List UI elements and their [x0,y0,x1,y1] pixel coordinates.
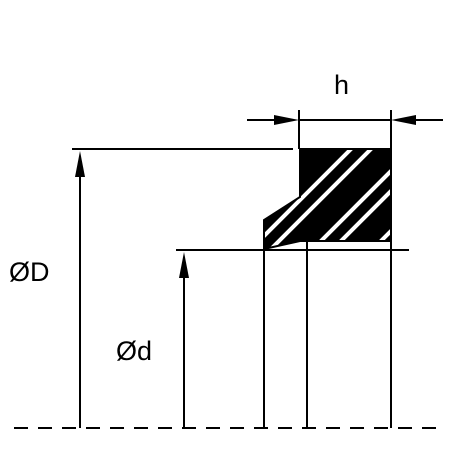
height-dimension: h [247,70,443,149]
seal-outline [263,148,392,251]
seal-hatch [264,149,391,249]
inner-diameter-dimension: Ød [116,252,189,428]
seal-profile [263,148,392,251]
outer-diameter-dimension: ØD [9,148,293,428]
height-arrowhead-left [274,115,299,125]
outer-diameter-arrowhead [75,151,85,177]
height-label: h [334,70,349,100]
outer-diameter-label: ØD [9,257,50,287]
height-arrowhead-right [391,115,416,125]
inner-diameter-label: Ød [116,336,152,366]
inner-diameter-arrowhead [179,252,189,278]
